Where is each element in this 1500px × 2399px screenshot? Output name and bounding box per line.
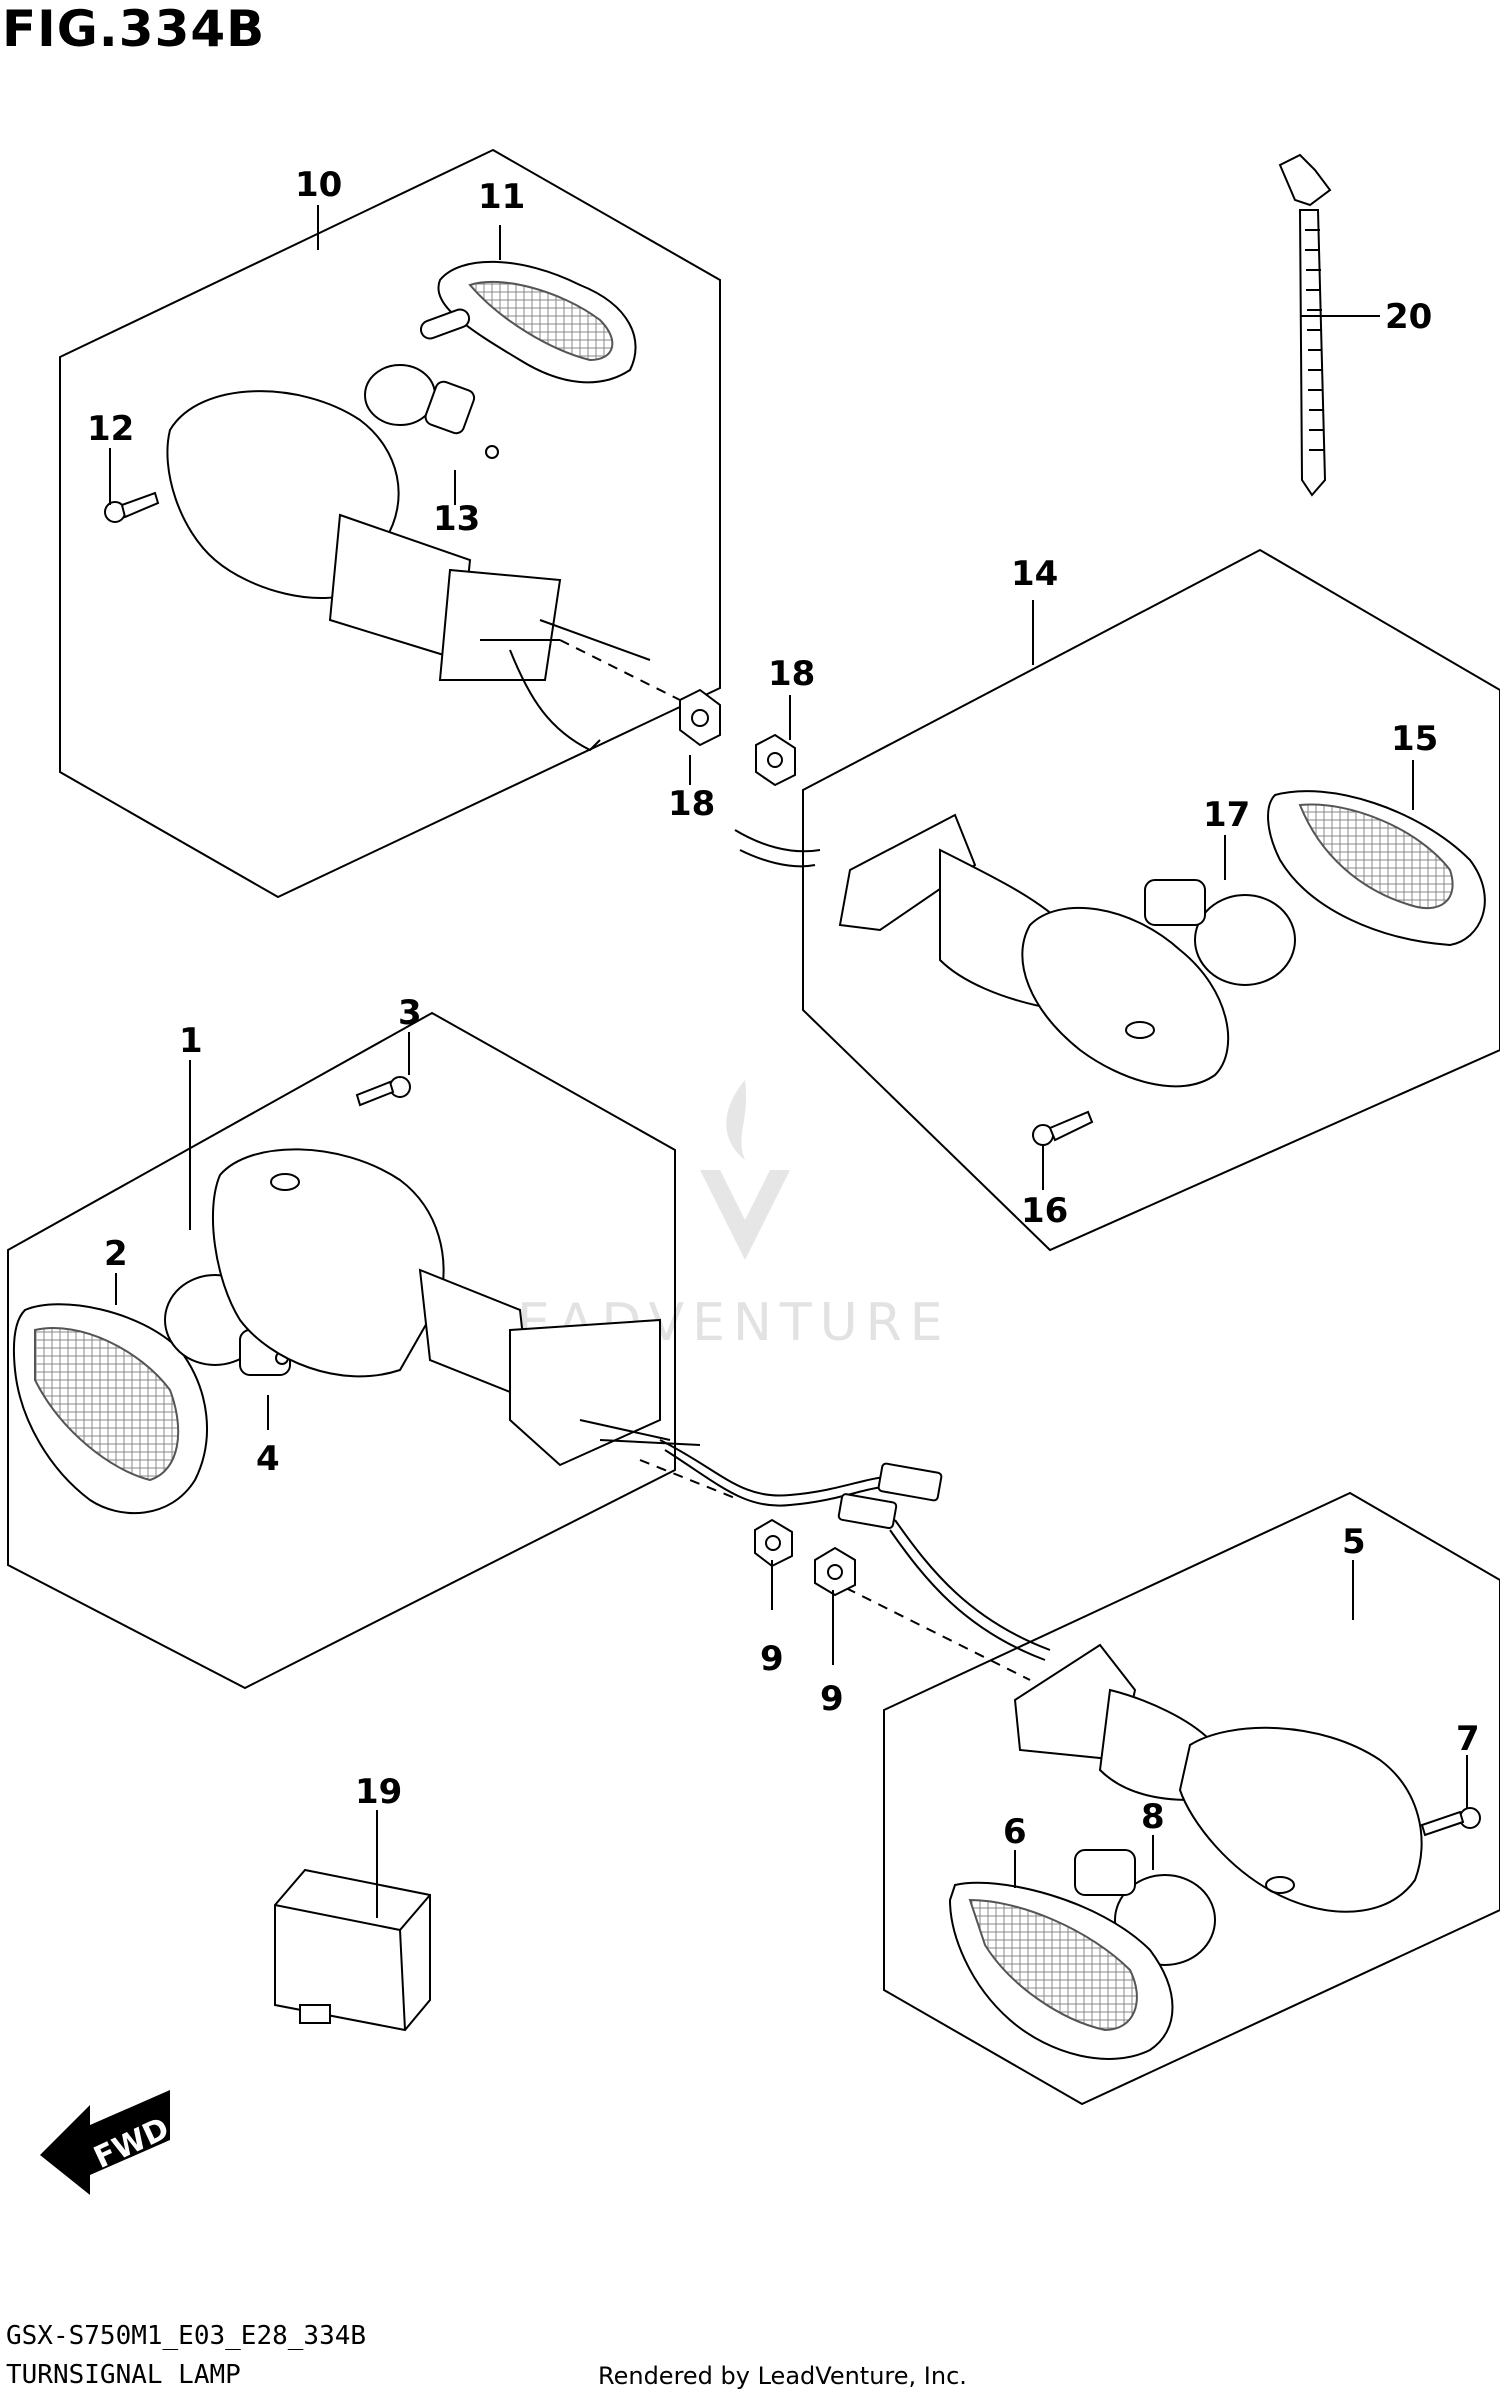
callout-2: 2	[104, 1234, 128, 1274]
nut-9-left	[754, 1518, 793, 1568]
callout-17: 17	[1203, 795, 1250, 835]
callout-leaders	[109, 205, 1468, 1918]
render-credit: Rendered by LeadVenture, Inc.	[598, 2362, 967, 2390]
assembly-1-outline	[7, 1011, 676, 1690]
callout-9-left: 9	[760, 1639, 784, 1679]
callout-10: 10	[295, 165, 342, 205]
callout-16: 16	[1021, 1191, 1068, 1231]
callouts: 10 11 12 13 14 20 18 18 15 17 16 1 3 2 4…	[87, 165, 1480, 1852]
callout-14: 14	[1011, 554, 1058, 594]
callout-6: 6	[1003, 1812, 1027, 1852]
wiring	[639, 1439, 1051, 1681]
bulb-13	[364, 364, 499, 459]
housing-10	[166, 390, 651, 752]
assembly-14-group	[734, 548, 1500, 1252]
lens-15	[1267, 790, 1486, 947]
callout-9-right: 9	[820, 1679, 844, 1719]
callout-11: 11	[478, 177, 525, 217]
bulb-17	[1144, 879, 1296, 986]
lens-2	[12, 1303, 208, 1515]
assembly-1-group	[7, 1011, 701, 1690]
callout-3: 3	[398, 993, 422, 1033]
figure-code: GSX-S750M1_E03_E28_334B	[6, 2321, 367, 2351]
housing-14	[838, 813, 1230, 1088]
relay-19	[274, 1868, 431, 2032]
callout-7: 7	[1456, 1719, 1480, 1759]
forward-direction-arrow: FWD	[40, 2090, 175, 2195]
lens-11	[419, 260, 637, 384]
callout-20: 20	[1385, 297, 1432, 337]
callout-19: 19	[355, 1772, 402, 1812]
screw-16	[1032, 1110, 1094, 1146]
screw-12	[104, 491, 160, 523]
assembly-5-outline	[883, 1491, 1500, 2106]
nut-9-right	[814, 1546, 856, 1597]
screw-3	[355, 1076, 411, 1107]
figure-title: FIG.334B	[2, 0, 266, 58]
callout-1: 1	[179, 1021, 203, 1061]
screw-7	[1420, 1807, 1481, 1837]
callout-12: 12	[87, 409, 134, 449]
lens-6	[948, 1881, 1174, 2060]
assembly-10-outline	[59, 148, 721, 899]
callout-18-upper: 18	[768, 654, 815, 694]
nut-18-left	[679, 688, 721, 747]
callout-15: 15	[1391, 719, 1438, 759]
callout-18-lower: 18	[668, 784, 715, 824]
assembly-5-group	[883, 1491, 1500, 2106]
housing-5	[1013, 1643, 1423, 1913]
assembly-10-group	[59, 148, 721, 899]
assembly-14-outline	[802, 548, 1500, 1252]
callout-8: 8	[1141, 1797, 1165, 1837]
figure-name: TURNSIGNAL LAMP	[6, 2360, 241, 2390]
callout-4: 4	[256, 1439, 280, 1479]
callout-5: 5	[1342, 1522, 1366, 1562]
watermark: LEADVENTURE	[480, 1080, 943, 1353]
callout-13: 13	[433, 499, 480, 539]
housing-1	[211, 1148, 701, 1467]
cable-tie-20	[1278, 153, 1332, 497]
nut-18-right	[755, 733, 796, 787]
